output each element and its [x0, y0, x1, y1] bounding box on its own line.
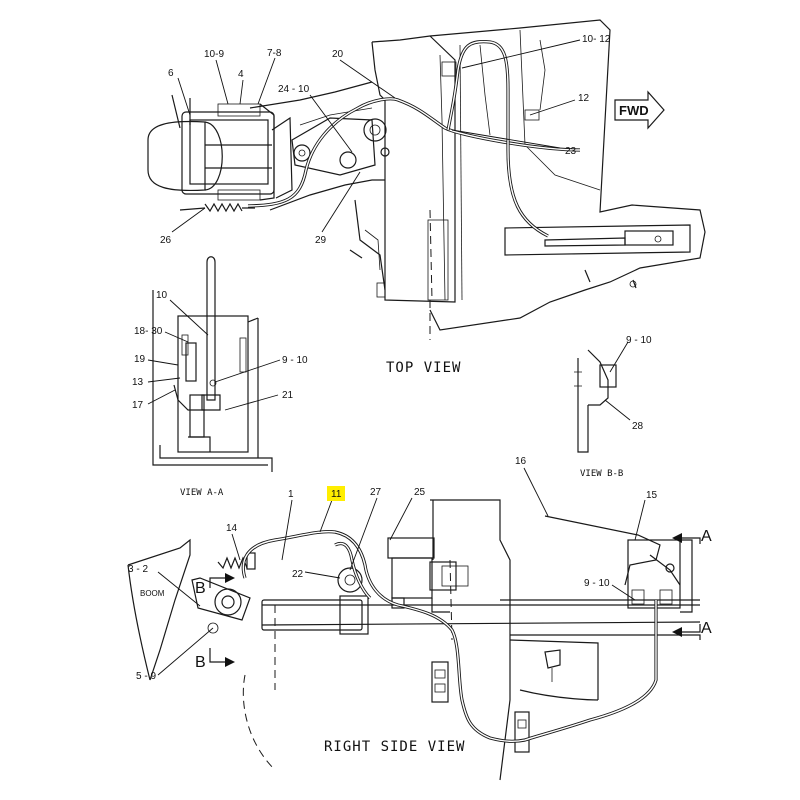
callout-21: 21: [282, 390, 294, 401]
top-view-cable: [247, 40, 581, 238]
callout-18-30: 18- 30: [134, 326, 163, 337]
leader-lines: [147, 39, 646, 676]
view-bb-drawing: [574, 349, 617, 453]
callout-14: 14: [226, 523, 238, 534]
right-side-cable: [241, 530, 658, 743]
section-a-label-top: A: [701, 528, 712, 545]
callout-6: 6: [168, 68, 174, 79]
section-b-label-bottom: B: [195, 654, 206, 671]
callout-9-10-bb: 9 - 10: [626, 335, 652, 346]
callout-4: 4: [238, 69, 244, 80]
callout-25: 25: [414, 487, 426, 498]
right-side-view-title: RIGHT SIDE VIEW: [324, 739, 465, 755]
callout-1: 1: [288, 489, 294, 500]
callout-10-9: 10-9: [204, 49, 224, 60]
section-a-label-bottom: A: [701, 620, 712, 637]
callout-13: 13: [132, 377, 144, 388]
boom-label: BOOM: [140, 589, 165, 598]
callout-5-9: 5 - 9: [136, 671, 156, 682]
callout-10: 10: [156, 290, 168, 301]
view-bb-title: VIEW B-B: [580, 469, 623, 479]
top-view-title: TOP VIEW: [386, 360, 461, 376]
section-marker-b-bottom: B: [195, 648, 235, 671]
callout-15: 15: [646, 490, 658, 501]
callout-17: 17: [132, 400, 144, 411]
fwd-label: FWD: [619, 103, 649, 118]
callout-11-highlight: [327, 486, 345, 501]
callout-16: 16: [515, 456, 527, 467]
right-side-drawing: [127, 499, 701, 781]
section-marker-b-top: B: [195, 573, 235, 597]
callout-22: 22: [292, 569, 304, 580]
callout-29: 29: [315, 235, 327, 246]
callout-28: 28: [632, 421, 644, 432]
callout-27: 27: [370, 487, 382, 498]
top-view-drawing: [147, 19, 706, 340]
section-b-label-top: B: [195, 580, 206, 597]
callout-10-12: 10- 12: [582, 34, 611, 45]
fwd-arrow-icon: FWD: [614, 90, 665, 130]
callout-23: 23: [565, 146, 577, 157]
callout-12: 12: [578, 93, 590, 104]
callout-7-8: 7-8: [267, 48, 282, 59]
view-aa-drawing: [152, 256, 273, 472]
callout-labels: 10-9 4 7-8 6 20 24 - 10 10- 12 12 23 26 …: [128, 34, 658, 682]
callout-9-10-rs: 9 - 10: [584, 578, 610, 589]
callout-24-10: 24 - 10: [278, 84, 310, 95]
callout-19: 19: [134, 354, 146, 365]
callout-9-10-aa: 9 - 10: [282, 355, 308, 366]
callout-20: 20: [332, 49, 344, 60]
callout-11: 11: [331, 489, 342, 500]
section-marker-a-top: A: [672, 528, 712, 545]
callout-26: 26: [160, 235, 172, 246]
section-marker-a-bottom: A: [672, 620, 712, 637]
callout-3-2: 3 - 2: [128, 564, 148, 575]
view-aa-title: VIEW A-A: [180, 488, 224, 498]
